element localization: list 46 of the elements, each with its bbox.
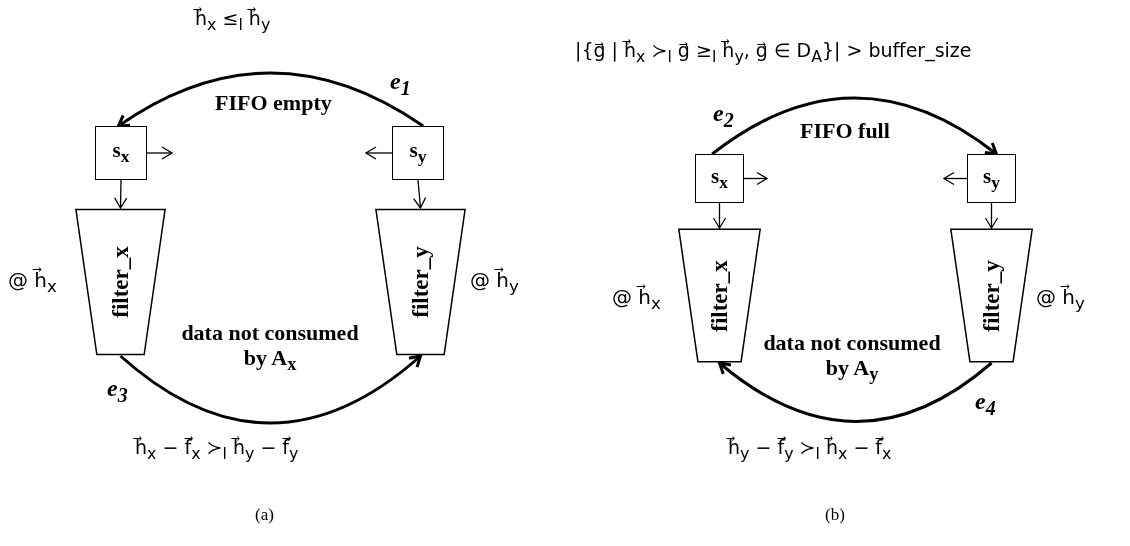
filter-label: filter_x [706,259,733,332]
node-label: s$_{x}$ [711,163,728,194]
arrow [116,71,424,128]
arrow [711,96,998,156]
position-label: @ h⃗$_{y}$ [1036,285,1085,313]
position-label: @ h⃗$_{x}$ [612,285,661,313]
edge-name: e$_{3}$ [107,375,128,407]
edge-name: e$_{1}$ [390,68,411,100]
edge-label: data not consumed by A$_{y}$ [762,330,942,386]
node-label: s$_{x}$ [112,138,130,168]
node-label: s$_{y}$ [409,138,427,168]
condition-formula: |{g⃗ | h⃗$_{x}$ ≻$_{l}$ g⃗ ≥$_{l}$ h⃗$_{y}$, g⃗ ∈ D$_{A}$}| > buffer_size [575,40,972,66]
arrow [413,179,427,209]
process-box [967,154,1016,203]
arrow [119,354,422,425]
filter-trapezoid [375,208,466,356]
process-box [695,154,744,203]
edge-label: data not consumed by A$_{x}$ [180,320,360,376]
condition-formula: h⃗$_{x}$ − f⃗$_{x}$ ≻$_{l}$ h⃗$_{y}$ − f⃗$_{y}$ [135,437,299,463]
arrow [943,171,968,186]
panel-caption: (b) [825,505,845,525]
filter-label: filter_x [107,246,134,318]
arrow [146,146,173,160]
filter-label: filter_y [978,259,1005,332]
arrow [718,361,993,423]
position-label: @ h⃗$_{x}$ [8,268,57,296]
edge-label: FIFO empty [215,90,332,116]
filter-trapezoid [75,208,166,356]
arrow [743,171,768,186]
position-label: @ h⃗$_{y}$ [470,268,519,296]
edge-label: FIFO full [800,118,890,144]
edge-name: e$_{2}$ [713,100,734,132]
arrow [114,179,128,209]
node-label: s$_{y}$ [983,163,1000,194]
process-box [95,126,147,180]
edge-name: e$_{4}$ [975,388,996,420]
panel-caption: (a) [255,505,274,525]
arrow [984,202,999,229]
filter-label: filter_y [407,246,434,318]
filter-trapezoid [950,228,1033,363]
condition-formula: h⃗$_{x}$ ≤$_{l}$ h⃗$_{y}$ [195,8,271,34]
filter-trapezoid [678,228,761,363]
process-box [392,126,444,180]
arrow [712,202,727,229]
arrow [365,146,393,160]
condition-formula: h⃗$_{y}$ − f⃗$_{y}$ ≻$_{l}$ h⃗$_{x}$ − f⃗$_{x}$ [728,437,892,463]
